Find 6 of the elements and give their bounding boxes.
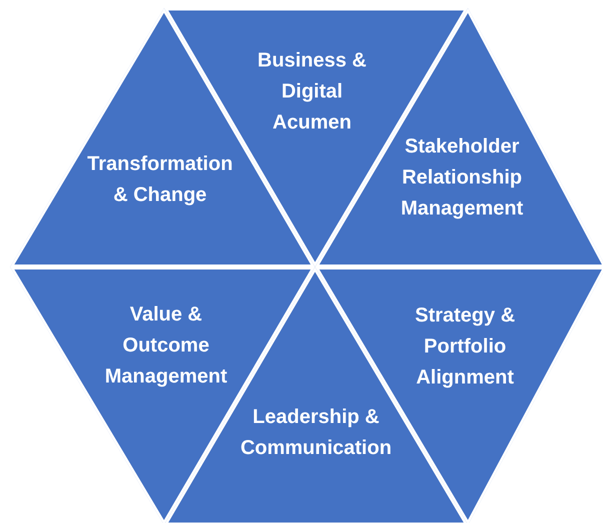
segment-label: Business & Digital Acumen [256,48,368,136]
segment-label: Strategy & Portfolio Alignment [414,304,516,390]
segment-label: Value & Outcome Management [104,302,228,390]
segment-label: Transformation & Change [86,152,234,208]
segment-label: Stakeholder Relationship Management [400,134,524,222]
segment-label: Leadership & Communication [239,405,393,461]
